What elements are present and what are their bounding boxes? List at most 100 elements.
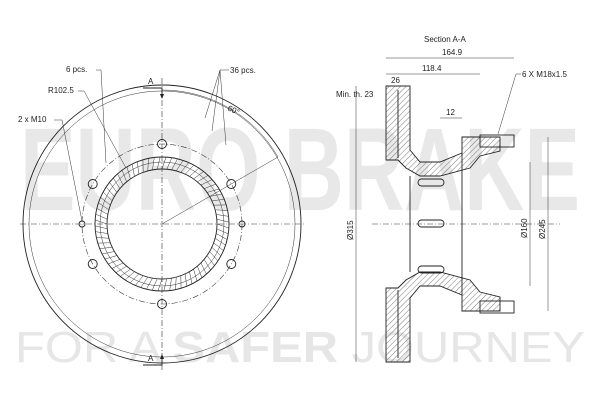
bolt-hole — [226, 259, 237, 269]
slot-tick — [124, 271, 135, 281]
slot-tick — [206, 188, 220, 193]
slot-tick — [105, 186, 115, 197]
watermark: EURO BRAKE FOR A SAFER JOURNEY — [15, 104, 585, 372]
slot-tick — [209, 193, 222, 197]
slot-tick — [211, 247, 222, 257]
slot-tick — [215, 209, 228, 211]
slot-tick — [108, 259, 120, 265]
slots-label: 36 pcs. — [230, 66, 256, 75]
slot-tick — [102, 251, 115, 255]
slot-tick — [95, 213, 108, 220]
slot-tick — [193, 268, 198, 282]
slot-tick — [189, 167, 200, 177]
slot-tick — [94, 225, 108, 230]
slot-tick — [206, 255, 215, 266]
slot-tick — [204, 183, 216, 189]
slot-tick — [214, 238, 226, 246]
holes-count-leader — [96, 69, 107, 164]
slot-tick — [189, 271, 193, 284]
disc-thickness-label: 26 — [391, 76, 400, 85]
slot-tick — [126, 166, 131, 180]
overall-height-label: 164.9 — [442, 48, 463, 57]
slot-tick — [96, 208, 108, 215]
slot-angle-arc — [161, 89, 279, 158]
threaded-holes-leader — [54, 119, 83, 222]
slot-tick — [184, 273, 187, 287]
hub-diameter-label: Ø245 — [538, 219, 547, 239]
slot-tick — [216, 223, 229, 229]
section-disc-bottom — [385, 271, 501, 363]
slot-tick — [161, 157, 167, 170]
slot-tick — [147, 158, 149, 171]
slot-tick — [113, 177, 121, 189]
slogan-prefix: FOR A — [15, 323, 162, 372]
slot-tick — [129, 273, 139, 284]
slots-leader-2 — [211, 69, 221, 132]
slot-tick — [200, 179, 213, 186]
section-arrowhead-bottom — [160, 354, 164, 359]
slot-tick — [213, 242, 224, 251]
studs-label: 6 X M18x1.5 — [522, 70, 567, 79]
bolt-radius-leader — [78, 90, 127, 169]
slot-tick — [216, 218, 230, 223]
watermark-slogan: FOR A SAFER JOURNEY — [15, 323, 585, 372]
slot-tick — [100, 197, 111, 206]
slot-tick — [135, 275, 144, 286]
slot-tick — [197, 175, 209, 183]
slot-angle-ray — [161, 156, 279, 225]
slot-tick — [140, 276, 148, 288]
section-arrow-bottom — [143, 359, 163, 366]
bolt-holes — [87, 139, 237, 309]
hub-slot-1 — [417, 178, 445, 187]
hub-slot-3 — [417, 265, 445, 274]
slot-tick — [169, 278, 172, 291]
studs-leader — [497, 73, 521, 135]
slot-tick — [120, 268, 131, 277]
slot-tick — [216, 233, 228, 240]
slot-tick — [102, 191, 113, 201]
front-view: A A 60° 6 pcs. R102.5 2 x M10 36 pcs. — [18, 65, 305, 370]
section-marker-bottom: A — [148, 354, 154, 363]
bolt-hole — [87, 179, 98, 189]
slot-tick — [197, 266, 203, 278]
stud-bottom — [479, 300, 515, 314]
slot-tick — [209, 251, 219, 262]
threaded-holes-label: 2 x M10 — [18, 115, 47, 124]
slot-tick — [216, 228, 229, 235]
slot-tick — [203, 259, 211, 271]
slot-tick — [96, 237, 109, 239]
watermark-brand: EURO BRAKE — [20, 104, 580, 236]
slot-tick — [131, 164, 135, 177]
slot-tick — [98, 202, 110, 210]
slot-tick — [211, 199, 225, 202]
slot-tick — [152, 157, 155, 170]
slot-tick — [99, 246, 113, 249]
stud-top — [479, 134, 515, 148]
section-arrow-top — [143, 87, 163, 94]
slot-tick — [163, 278, 168, 292]
section-title: Section A-A — [424, 35, 466, 44]
section-marker-top: A — [148, 77, 154, 86]
slot-tick — [117, 173, 124, 186]
slot-tick — [95, 231, 108, 234]
slot-tick — [166, 157, 173, 170]
slot-tick — [146, 278, 153, 290]
min-thickness-label: Min. th. 23 — [336, 90, 374, 99]
ventilation-slots — [94, 156, 230, 292]
bolt-radius-label: R102.5 — [48, 86, 74, 95]
slot-tick — [104, 255, 118, 260]
slot-tick — [151, 278, 158, 291]
slot-tick — [216, 214, 229, 217]
hub-height-label: 118.4 — [422, 64, 442, 73]
bolt-hole — [226, 179, 237, 189]
outer-diameter-label: Ø315 — [346, 220, 355, 240]
slot-tick — [185, 164, 195, 175]
hub-slot-2 — [417, 219, 445, 228]
slot-tick — [121, 170, 127, 182]
slot-tick — [157, 278, 163, 291]
section-arrowhead-top — [160, 94, 164, 99]
flange-thickness-label: 12 — [446, 108, 455, 117]
section-disc-top — [385, 85, 501, 177]
slot-tick — [156, 156, 161, 170]
